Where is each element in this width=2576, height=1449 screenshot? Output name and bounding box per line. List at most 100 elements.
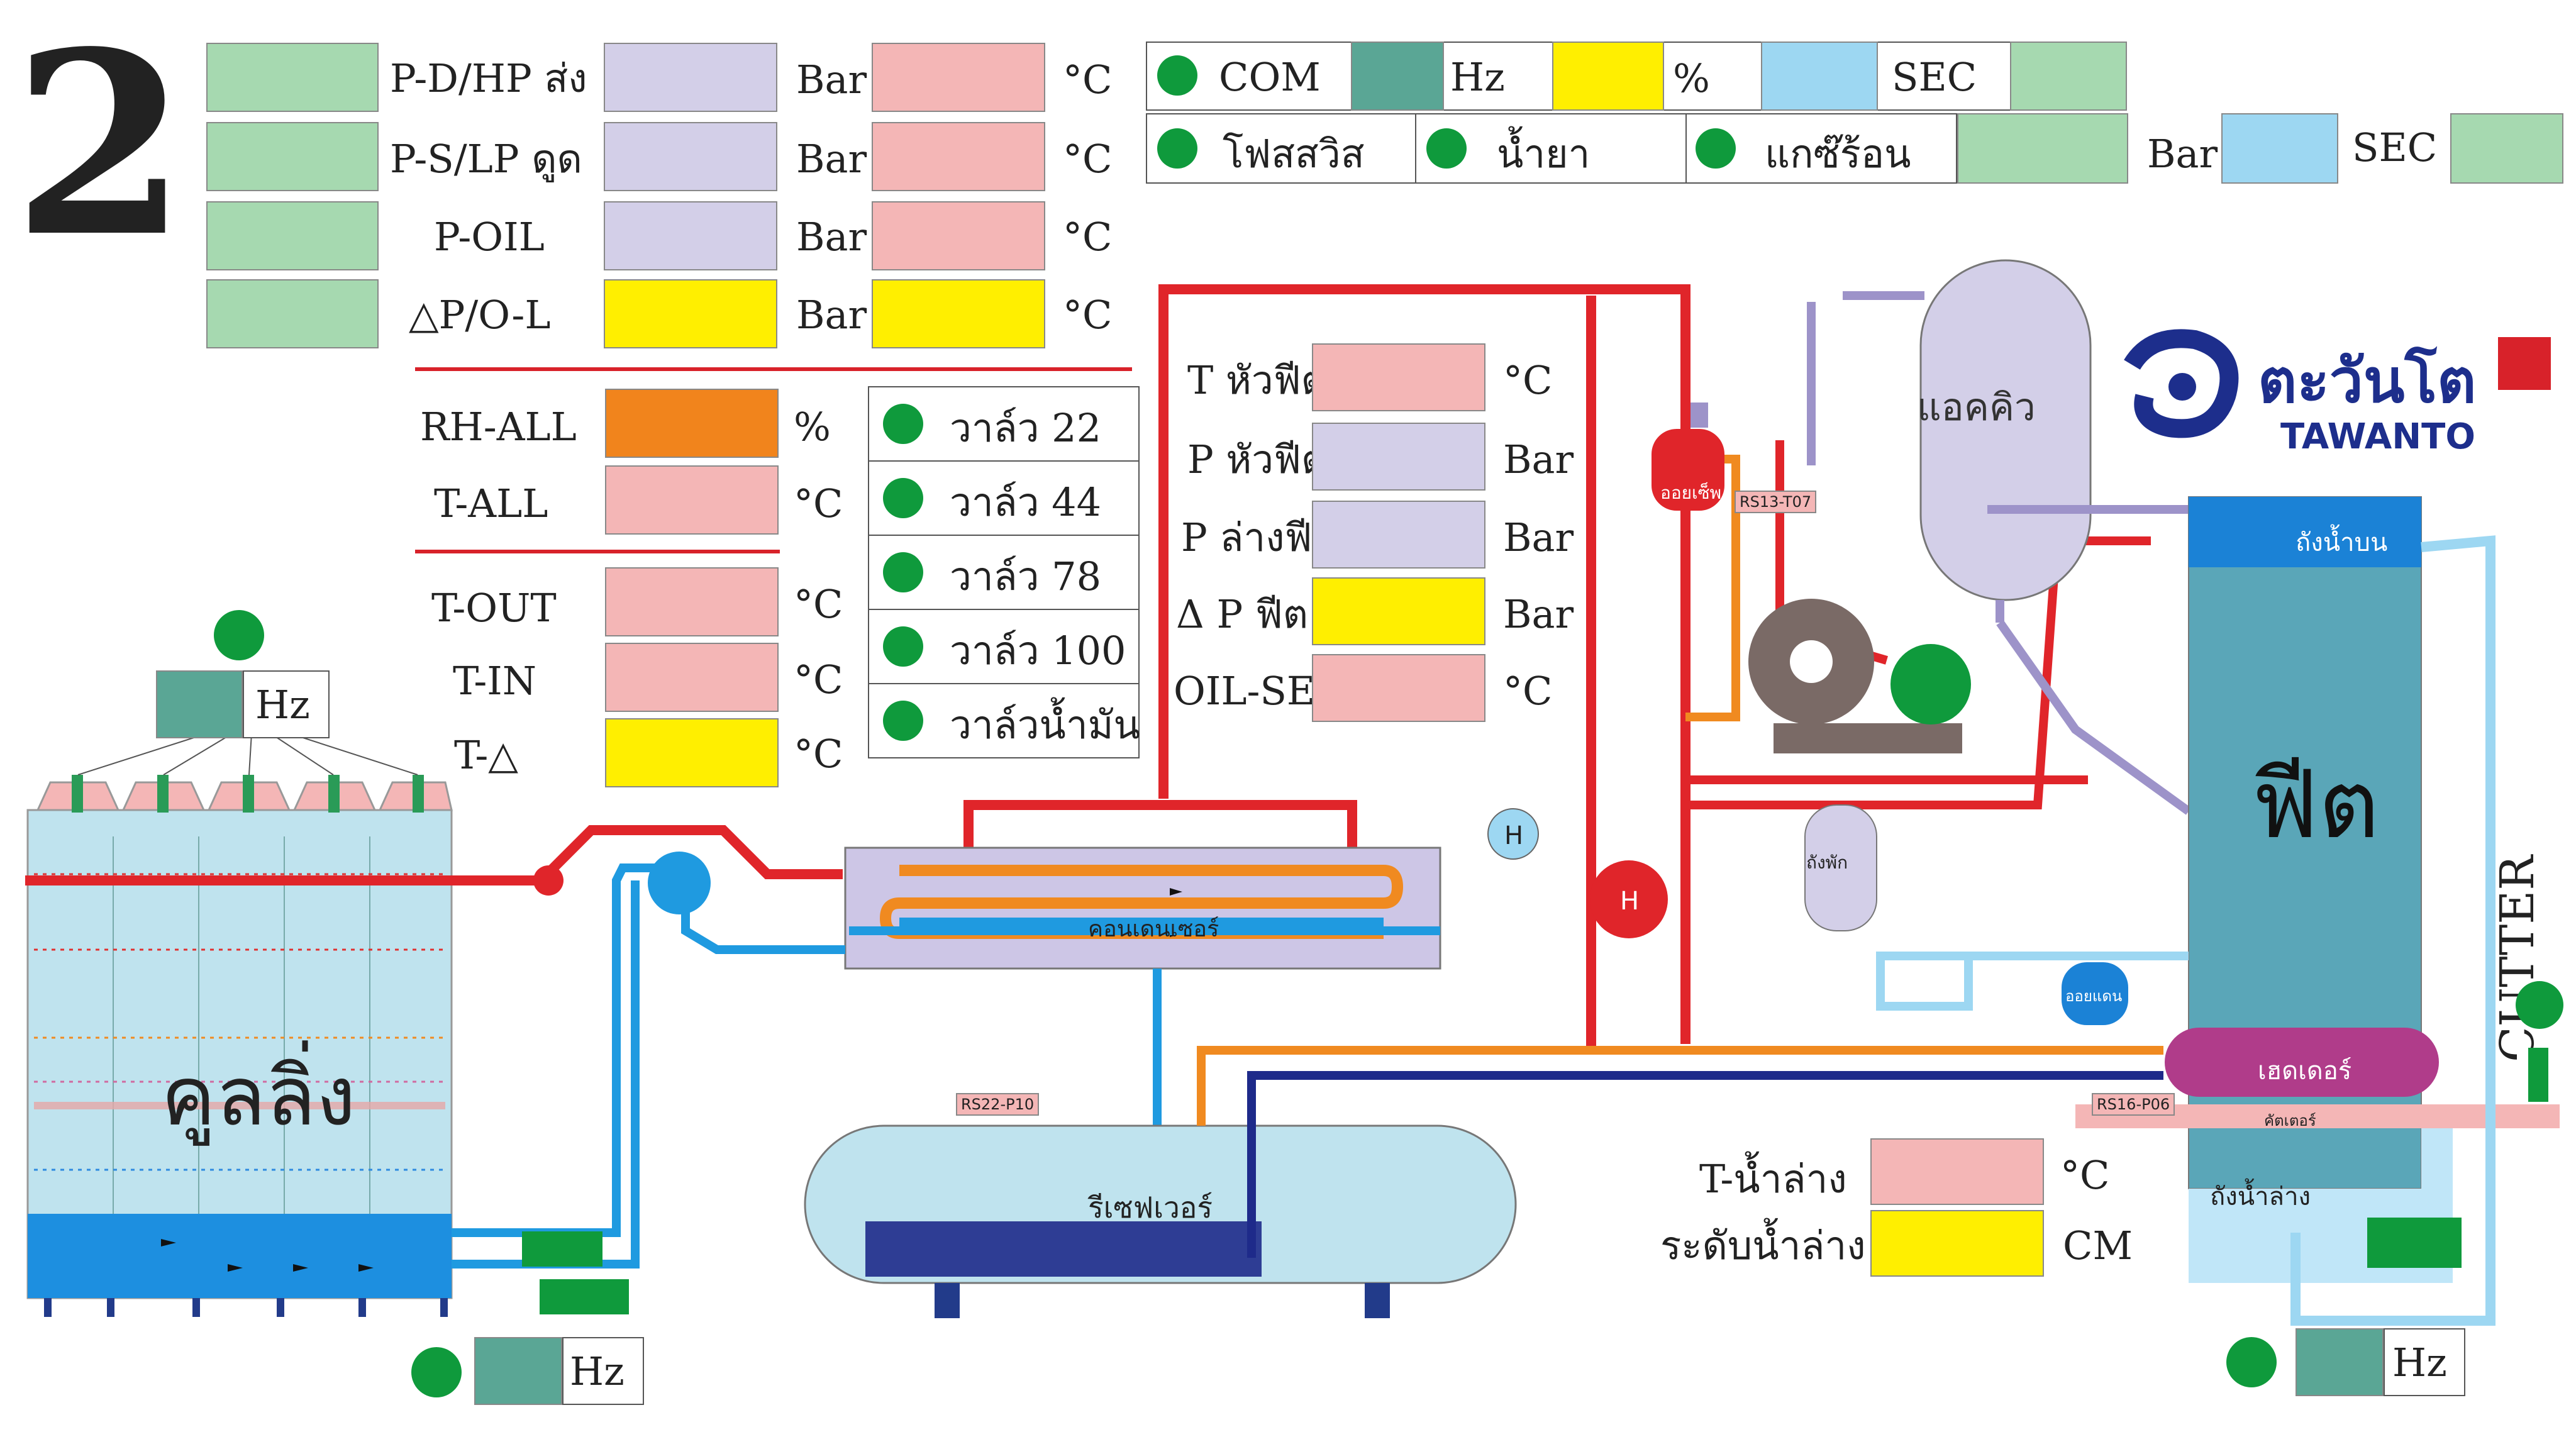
dpol-temp-box [872, 279, 1045, 348]
fan-hz-unit: Hz [255, 682, 310, 728]
feed-value-box [1312, 423, 1485, 491]
rh-label: RH-ALL [420, 404, 577, 450]
oil-pot-label: ออยแดน [2065, 987, 2123, 1005]
tin-label: T-IN [453, 658, 537, 704]
com-hz-box [1351, 42, 1444, 111]
lower-water-level-label: ระดับน้ำล่าง [1660, 1223, 1866, 1269]
feed-unit: Bar [1503, 591, 1574, 637]
valve-indicator [883, 478, 923, 518]
ps-value-box [206, 122, 379, 191]
com-sec-unit: SEC [1892, 54, 1977, 100]
poil-temp-unit: °C [1063, 214, 1113, 260]
discharge-line [25, 284, 1690, 1050]
cutter-pump-box [2367, 1218, 2462, 1268]
hot-gas-sec-unit: SEC [2352, 125, 2438, 170]
cutter-label: CUTTER [2490, 855, 2545, 1062]
tall-label: T-ALL [434, 480, 548, 526]
valve-label: วาล์ว 78 [950, 553, 1102, 599]
lower-water-temp-box [1870, 1138, 2044, 1205]
compressor-motor [1890, 644, 1971, 724]
logo-cross-icon [2498, 337, 2551, 390]
h-indicator-label: H [1504, 821, 1524, 850]
ps-temp-unit: °C [1063, 136, 1113, 182]
h-indicator [1487, 808, 1539, 860]
receiver-label: รีเซฟเวอร์ [1088, 1191, 1213, 1224]
fan-hz-box [156, 670, 243, 738]
float-switch-indicator [1157, 128, 1197, 169]
rh-value-box [605, 389, 779, 458]
cooling-tower-label: คูลลิ่ง [161, 1048, 356, 1144]
feed-unit: Bar [1503, 514, 1574, 560]
refrigerant-label: น้ำยา [1497, 131, 1591, 177]
cooling-tower-drift-line [34, 1102, 445, 1109]
feed-label: Δ P ฟีต [1176, 591, 1309, 637]
pump-hz-unit-cell [562, 1337, 644, 1405]
cutter-hz-unit-cell [2384, 1328, 2465, 1396]
receiver-tag: RS22-P10 [956, 1093, 1040, 1116]
pd-bar-unit: Bar [796, 57, 867, 103]
valve-indicator [883, 404, 923, 444]
cutter-run-indicator [2516, 981, 2563, 1029]
poil-bar-unit: Bar [796, 214, 867, 260]
valve-label: วาล์ว 100 [950, 628, 1126, 674]
cooling-tower-fan-links [77, 733, 418, 775]
upper-tank [2189, 497, 2421, 567]
poil-temp-box [872, 201, 1045, 270]
com-percent-unit: % [1673, 55, 1710, 101]
cutter-loop [2290, 535, 2496, 1326]
tin-value-box [605, 643, 779, 712]
hot-gas-extra-box [2450, 113, 2563, 184]
h-vessel [1590, 860, 1668, 938]
valve-indicator [883, 552, 923, 592]
logo-mark-icon [2124, 329, 2239, 438]
upper-tank-label: ถังน้ำบน [2296, 528, 2388, 557]
com-percent-box [1552, 42, 1664, 111]
dpol-temp-unit: °C [1063, 292, 1113, 338]
valve-label: วาล์ว 22 [950, 405, 1102, 451]
cooling-tower-legs [44, 1298, 448, 1317]
cooling-pump-box [522, 1231, 602, 1267]
poil-value-box [206, 201, 379, 270]
pd-temp-box [872, 43, 1045, 112]
screen-number: 2 [13, 0, 188, 292]
rest-tank-loop [1876, 952, 2189, 1011]
pump-hz-box [474, 1337, 562, 1405]
com-indicator [1157, 55, 1197, 96]
feed-value-box [1312, 343, 1485, 411]
valve-indicator [883, 701, 923, 741]
feed-value-box [1312, 577, 1485, 645]
oil-separator-label: ออยเซ็พ [1660, 482, 1722, 503]
cutter-hz-box [2296, 1328, 2384, 1396]
cooling-pump-box-2 [540, 1279, 629, 1314]
fan-status-indicator [214, 610, 264, 660]
lower-tank-label: ถังน้ำล่าง [2210, 1182, 2311, 1211]
dpol-label: △P/O-L [409, 292, 551, 338]
ps-bar-unit: Bar [796, 136, 867, 182]
tin-unit: °C [794, 657, 843, 702]
dpol-bar-box [604, 279, 777, 348]
discharge-junction [533, 865, 564, 896]
header-label: เฮดเดอร์ [2258, 1057, 2352, 1085]
hot-gas-label: แกซ๊ร้อน [1765, 131, 1911, 177]
tout-unit: °C [794, 581, 843, 627]
feed-label: P หัวฟีต [1187, 436, 1327, 482]
pd-value-box [206, 43, 379, 112]
tdelta-value-box [605, 718, 779, 787]
lower-water-level-unit: CM [2063, 1223, 2133, 1269]
tdelta-unit: °C [794, 731, 843, 777]
receiver-liquid [865, 1221, 1262, 1277]
com-extra-box [2010, 42, 2127, 111]
feed-tank-label: ฟีต [2251, 750, 2380, 860]
lower-water-level-box [1870, 1210, 2044, 1277]
refrigerant-indicator [1426, 128, 1467, 169]
hot-gas-indicator [1696, 128, 1736, 169]
cooling-tower-dividers [113, 836, 370, 1214]
pump-status-indicator [411, 1347, 462, 1397]
dpol-bar-unit: Bar [796, 292, 867, 338]
valve-label: วาล์วน้ำมัน [950, 702, 1140, 748]
pd-bar-box [604, 43, 777, 112]
basin-flow-arrows [161, 1239, 374, 1272]
feed-label: P ล่างฟีต [1181, 514, 1338, 560]
